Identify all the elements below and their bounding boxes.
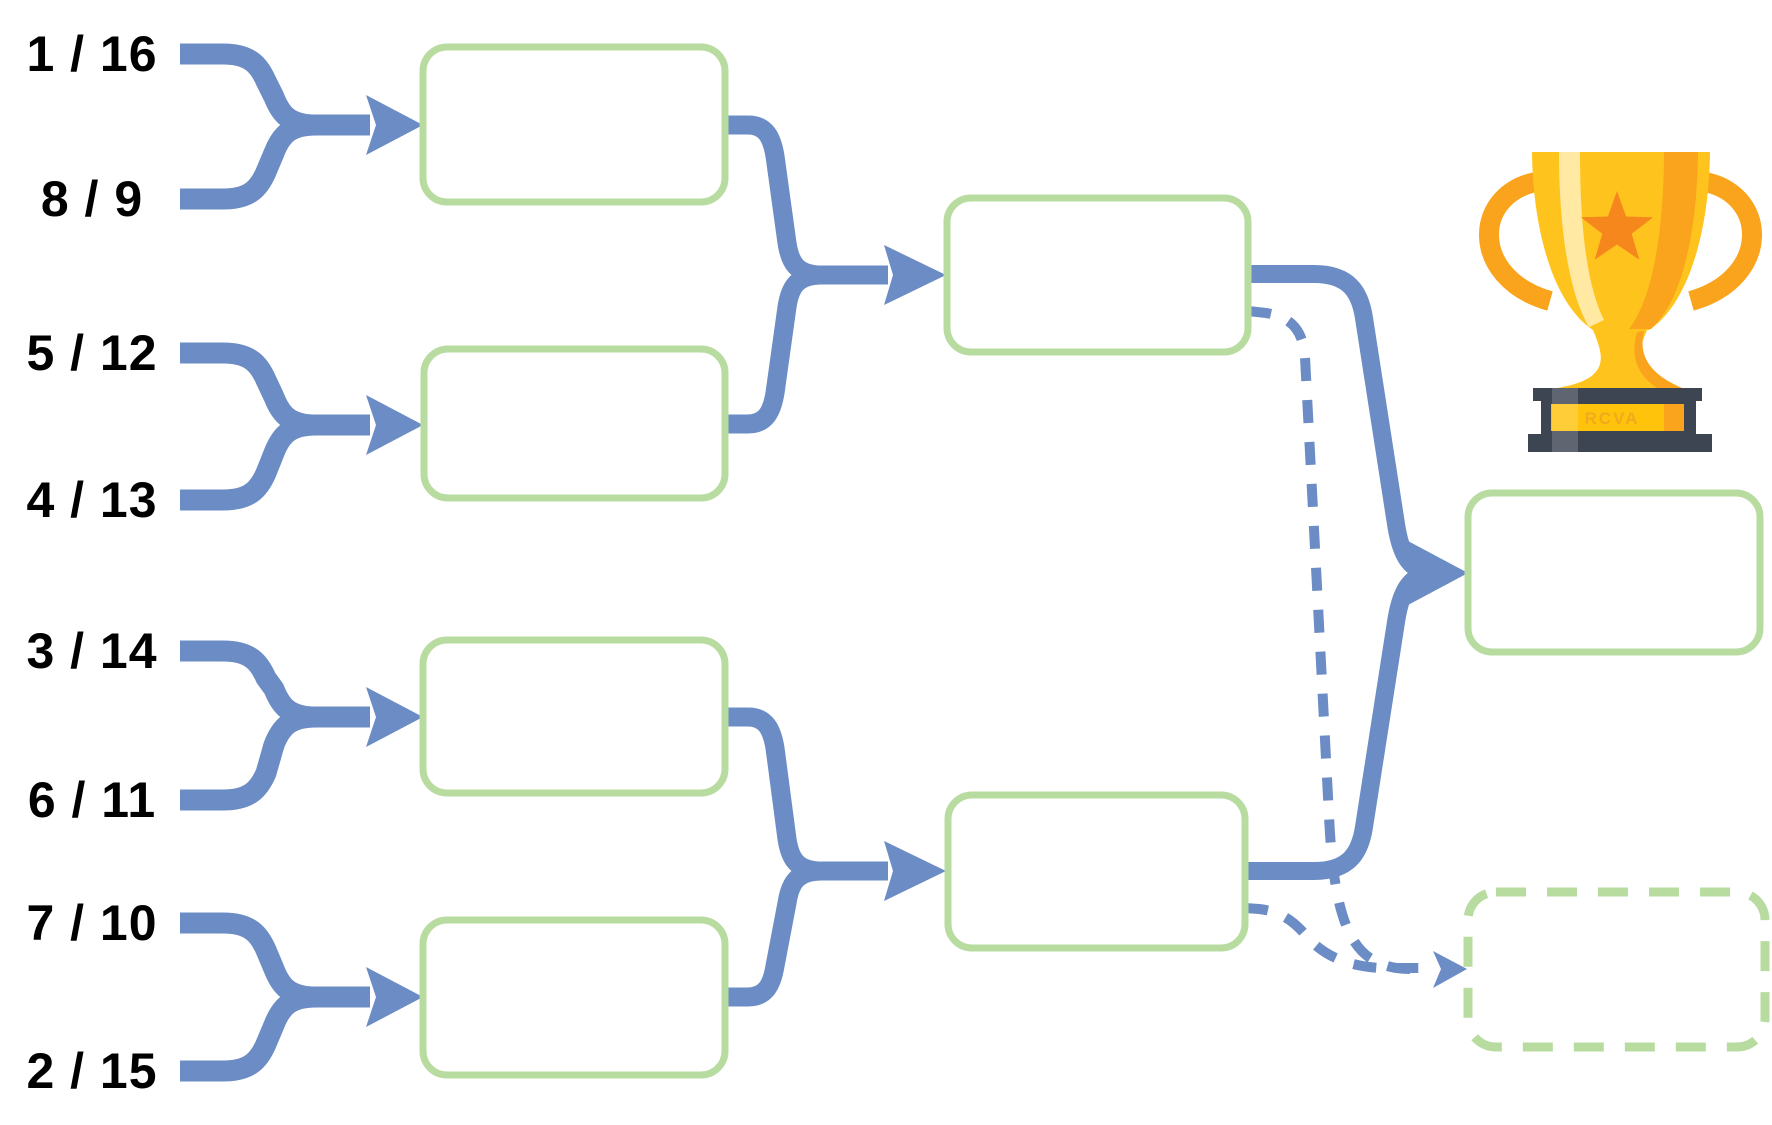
seed-label-7-10: 7 / 10: [26, 895, 158, 951]
quarterfinal-4-box[interactable]: [419, 916, 729, 1079]
connector-qf-to-sf2: [725, 707, 946, 1007]
connector-losers-to-third-place: [1244, 306, 1467, 988]
arrowhead: [366, 95, 423, 155]
connector-seeds-to-qf3: [180, 640, 423, 811]
quarterfinal-3-box[interactable]: [419, 636, 729, 797]
connector-seeds-to-qf1: [180, 43, 423, 210]
seed-label-2-15: 2 / 15: [26, 1043, 158, 1099]
quarterfinal-1-box[interactable]: [419, 43, 729, 206]
connector-sf-to-final: [1245, 265, 1468, 880]
final-box[interactable]: [1464, 489, 1764, 656]
trophy-plate-text: RCVA: [1585, 409, 1640, 428]
arrowhead: [366, 395, 423, 455]
semifinal-2-box[interactable]: [944, 791, 1249, 952]
seed-label-4-13: 4 / 13: [26, 472, 158, 528]
third-place-box[interactable]: [1463, 887, 1770, 1052]
semifinal-1-box[interactable]: [943, 194, 1252, 356]
connector-seeds-to-qf2: [180, 342, 423, 511]
arrowhead: [884, 245, 946, 305]
arrowhead: [366, 687, 423, 747]
seed-label-8-9: 8 / 9: [40, 171, 144, 227]
connector-qf-to-sf1: [725, 115, 946, 434]
seed-label-3-14: 3 / 14: [26, 623, 158, 679]
arrowhead: [884, 841, 946, 901]
arrowhead: [1408, 541, 1468, 605]
seed-label-5-12: 5 / 12: [26, 325, 158, 381]
connector-seeds-to-qf4: [180, 912, 423, 1082]
dashed-arrowhead: [1433, 951, 1467, 988]
trophy-icon: RCVA: [1479, 152, 1762, 452]
quarterfinal-2-box[interactable]: [420, 345, 729, 502]
seed-label-6-11: 6 / 11: [27, 772, 157, 828]
arrowhead: [366, 967, 423, 1027]
star-icon: [1580, 191, 1654, 260]
seed-label-1-16: 1 / 16: [26, 26, 158, 82]
